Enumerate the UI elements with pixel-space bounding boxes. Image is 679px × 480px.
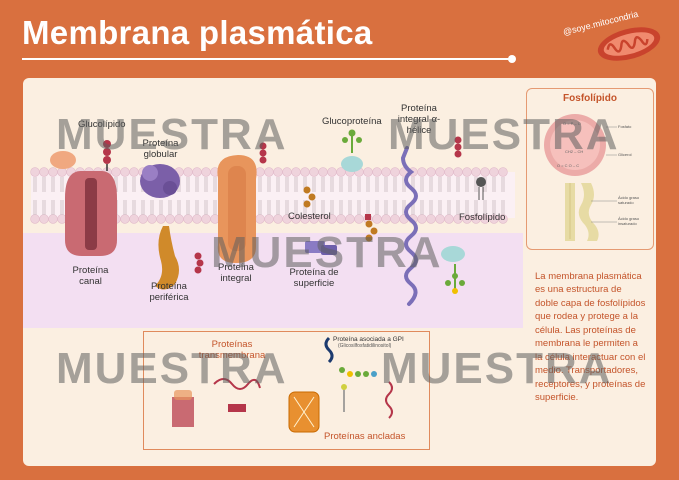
anchored-helix xyxy=(385,381,393,419)
label-fosfolipido: Fosfolípido xyxy=(459,212,506,223)
channel-protein xyxy=(65,171,117,256)
mitochondria-icon xyxy=(597,27,661,61)
cytoplasmic-glycoprotein xyxy=(441,246,465,294)
peripheral-protein xyxy=(155,226,179,290)
label-glucolipido: Glucolípido xyxy=(78,119,126,130)
small-glycoprotein xyxy=(50,151,76,169)
phospholipid-marker xyxy=(476,177,486,200)
label-proteina-integral-alfa: Proteína integral α-hélice xyxy=(397,103,441,136)
label-ancladas: Proteínas ancladas xyxy=(324,431,406,442)
anchored-barrel xyxy=(288,391,320,433)
svg-text:O = P – O: O = P – O xyxy=(563,121,581,126)
red-helix-group xyxy=(194,136,462,274)
label-saturado: Ácido graso saturado xyxy=(618,195,640,205)
cholesterol xyxy=(303,186,378,242)
page-title: Membrana plasmática xyxy=(22,14,373,51)
svg-text:CH2 – CH: CH2 – CH xyxy=(565,149,583,154)
globular-protein xyxy=(140,164,180,198)
label-insaturado: Ácido graso insaturado xyxy=(618,216,640,226)
integral-protein xyxy=(217,155,257,263)
surface-protein xyxy=(305,241,337,255)
label-glucoproteina: Glucoproteína xyxy=(322,116,382,127)
protein-types-illustration xyxy=(172,336,393,433)
label-proteina-integral: Proteína integral xyxy=(218,262,254,284)
description-text: La membrana plasmática es una estructura… xyxy=(535,271,646,404)
phospholipid-structure: O = P – O CH2 – CH O = C O – C xyxy=(544,114,617,241)
label-transmembrana: Proteínas transmembrana xyxy=(198,339,266,361)
glycoprotein xyxy=(341,129,363,172)
label-proteina-periferica: Proteína periférica xyxy=(149,281,189,303)
glycolipid xyxy=(103,140,111,171)
membrane-diagram xyxy=(23,129,523,328)
title-underline-dot xyxy=(508,55,516,63)
protein-types-box: Proteínas transmembrana Proteína asociad… xyxy=(143,331,430,450)
label-fosfato: Fosfato xyxy=(618,124,632,129)
gpi-glycan-chain xyxy=(324,336,377,412)
label-proteina-globular: Proteína globular xyxy=(142,138,179,160)
label-proteina-superficie: Proteína de superficie xyxy=(289,267,339,289)
alpha-helix-protein xyxy=(400,146,418,306)
label-glicerol: Glicerol xyxy=(618,152,632,157)
label-gpi: Proteína asociada a GPI xyxy=(333,336,404,343)
label-gpi-sub: (Glicosilfosfatidilinositol) xyxy=(338,343,392,349)
title-underline xyxy=(22,58,512,60)
label-colesterol: Colesterol xyxy=(288,211,331,222)
diagram-card: Glucolípido Proteína globular Glucoprote… xyxy=(23,78,656,466)
inset-title: Fosfolípido xyxy=(563,93,617,104)
label-proteina-canal: Proteína canal xyxy=(72,265,109,287)
transmembrane-coil xyxy=(213,378,261,412)
phospholipid-inset: Fosfolípido O = P – O CH2 – CH O = C O –… xyxy=(526,88,654,250)
transmembrane-barrel xyxy=(172,390,194,427)
svg-text:O = C O – C: O = C O – C xyxy=(557,163,579,168)
